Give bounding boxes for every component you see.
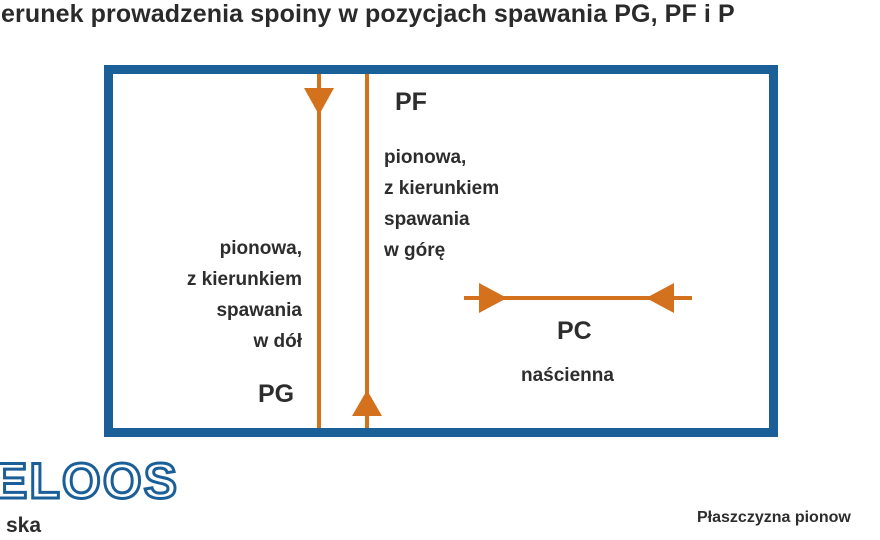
pf-desc-line: z kierunkiem [384, 178, 500, 199]
pf-desc-line: spawania [384, 209, 470, 230]
pf-code-label: PF [395, 88, 427, 116]
pf-arrow-up-icon [352, 390, 382, 416]
pg-desc-line: w dół [253, 331, 302, 352]
pf-desc-line: w górę [384, 240, 446, 261]
pg-arrow-down-icon [304, 88, 334, 115]
pc-arrow-right-icon [479, 283, 507, 313]
pf-desc-line: pionowa, [384, 147, 467, 168]
brand-logo: ELOOS [0, 452, 180, 511]
brand-logo-subtext: ska [6, 514, 42, 537]
pg-desc-line: pionowa, [219, 238, 302, 259]
pc-arrow-left-icon [646, 283, 674, 313]
pg-desc-line: spawania [216, 300, 302, 321]
plane-caption: Płaszczyzna pionow [697, 509, 851, 526]
pf-description: pionowa, z kierunkiem spawania w górę [384, 142, 584, 266]
pg-description: pionowa, z kierunkiem spawania w dół [150, 233, 302, 357]
pc-code-label: PC [557, 317, 592, 345]
diagram-title: ierunek prowadzenia spoiny w pozycjach s… [0, 0, 735, 28]
wall-plane-frame [104, 65, 778, 437]
pg-code-label: PG [258, 380, 295, 408]
pg-desc-line: z kierunkiem [186, 269, 302, 290]
pc-description: naścienna [521, 365, 614, 386]
